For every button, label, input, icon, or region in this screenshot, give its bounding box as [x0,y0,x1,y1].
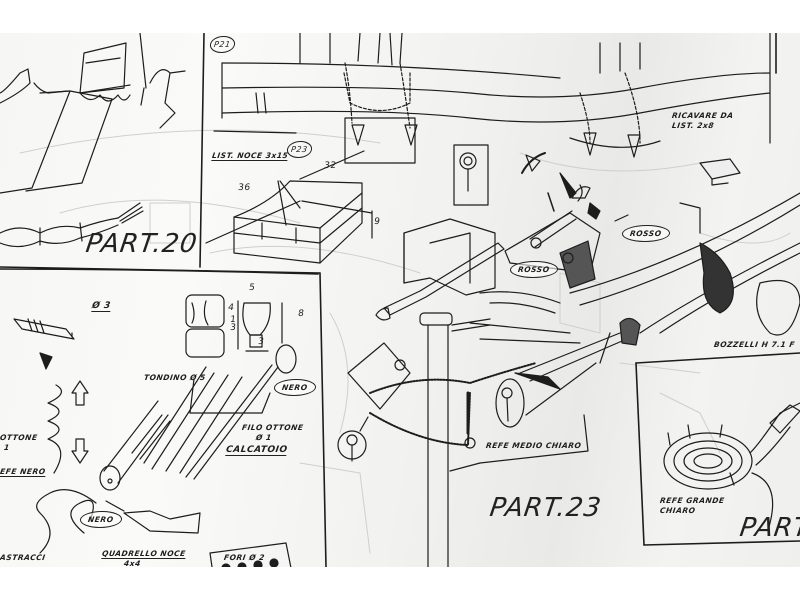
label-quadrello-size: 4x4 [123,559,142,567]
label-tondino: TONDINO Ø 5 [143,373,207,382]
panel-borders [0,33,800,567]
part20-title: PART.20 [83,229,200,259]
vise-drawing [375,218,505,321]
label-calcatoio: CALCATOIO [225,445,289,456]
label-filo-ottone-2: Ø 1 [255,433,273,442]
rigging-drawing [469,192,800,382]
faint-background-lines [19,129,791,554]
part23-drawing [337,312,597,567]
label-refe-grande-2: CHIARO [659,506,697,515]
label-bistracci: ASTRACCI [0,553,47,562]
label-refe-nero: EFE NERO [0,467,47,477]
label-filo-ottone-1: FILO OTTONE [241,423,305,432]
part23-title: PART.23 [487,493,604,523]
label-refe-medio: REFE MEDIO CHIARO [485,441,583,450]
label-phi3: Ø 3 [91,301,112,312]
part24-coil-drawing [663,402,800,532]
walnut-block-drawing [205,130,373,264]
label-ottone-partial: OTTONE [0,433,39,442]
hull-section-drawing [221,33,771,164]
dim-block-width: 32 [323,161,338,171]
hinge-parts-drawing [453,144,741,289]
label-refe-grande-1: REFE GRANDE [659,496,726,505]
label-list-noce: LIST. NOCE 3x15 [211,151,289,161]
part24-title: PART.2 [737,513,800,543]
dim-block-length: 36 [237,183,252,193]
lower-left-drawing [13,318,201,554]
label-bozzelli: BOZZELLI H 7.1 F [713,340,796,349]
label-fori: FORI Ø 2 [223,553,266,562]
line-drawing [0,33,800,567]
lower-middle-drawing [131,294,297,567]
label-quadrello: QUADRELLO NOCE [101,549,187,559]
label-ricavare-1: RICAVARE DA [671,111,735,120]
plan-sheet: PART.20 PART.23 PART.2 P21 P23 LIST. NOC… [0,33,800,567]
part20-drawing [0,33,186,248]
label-ricavare-2: LIST. 2x8 [671,121,715,130]
